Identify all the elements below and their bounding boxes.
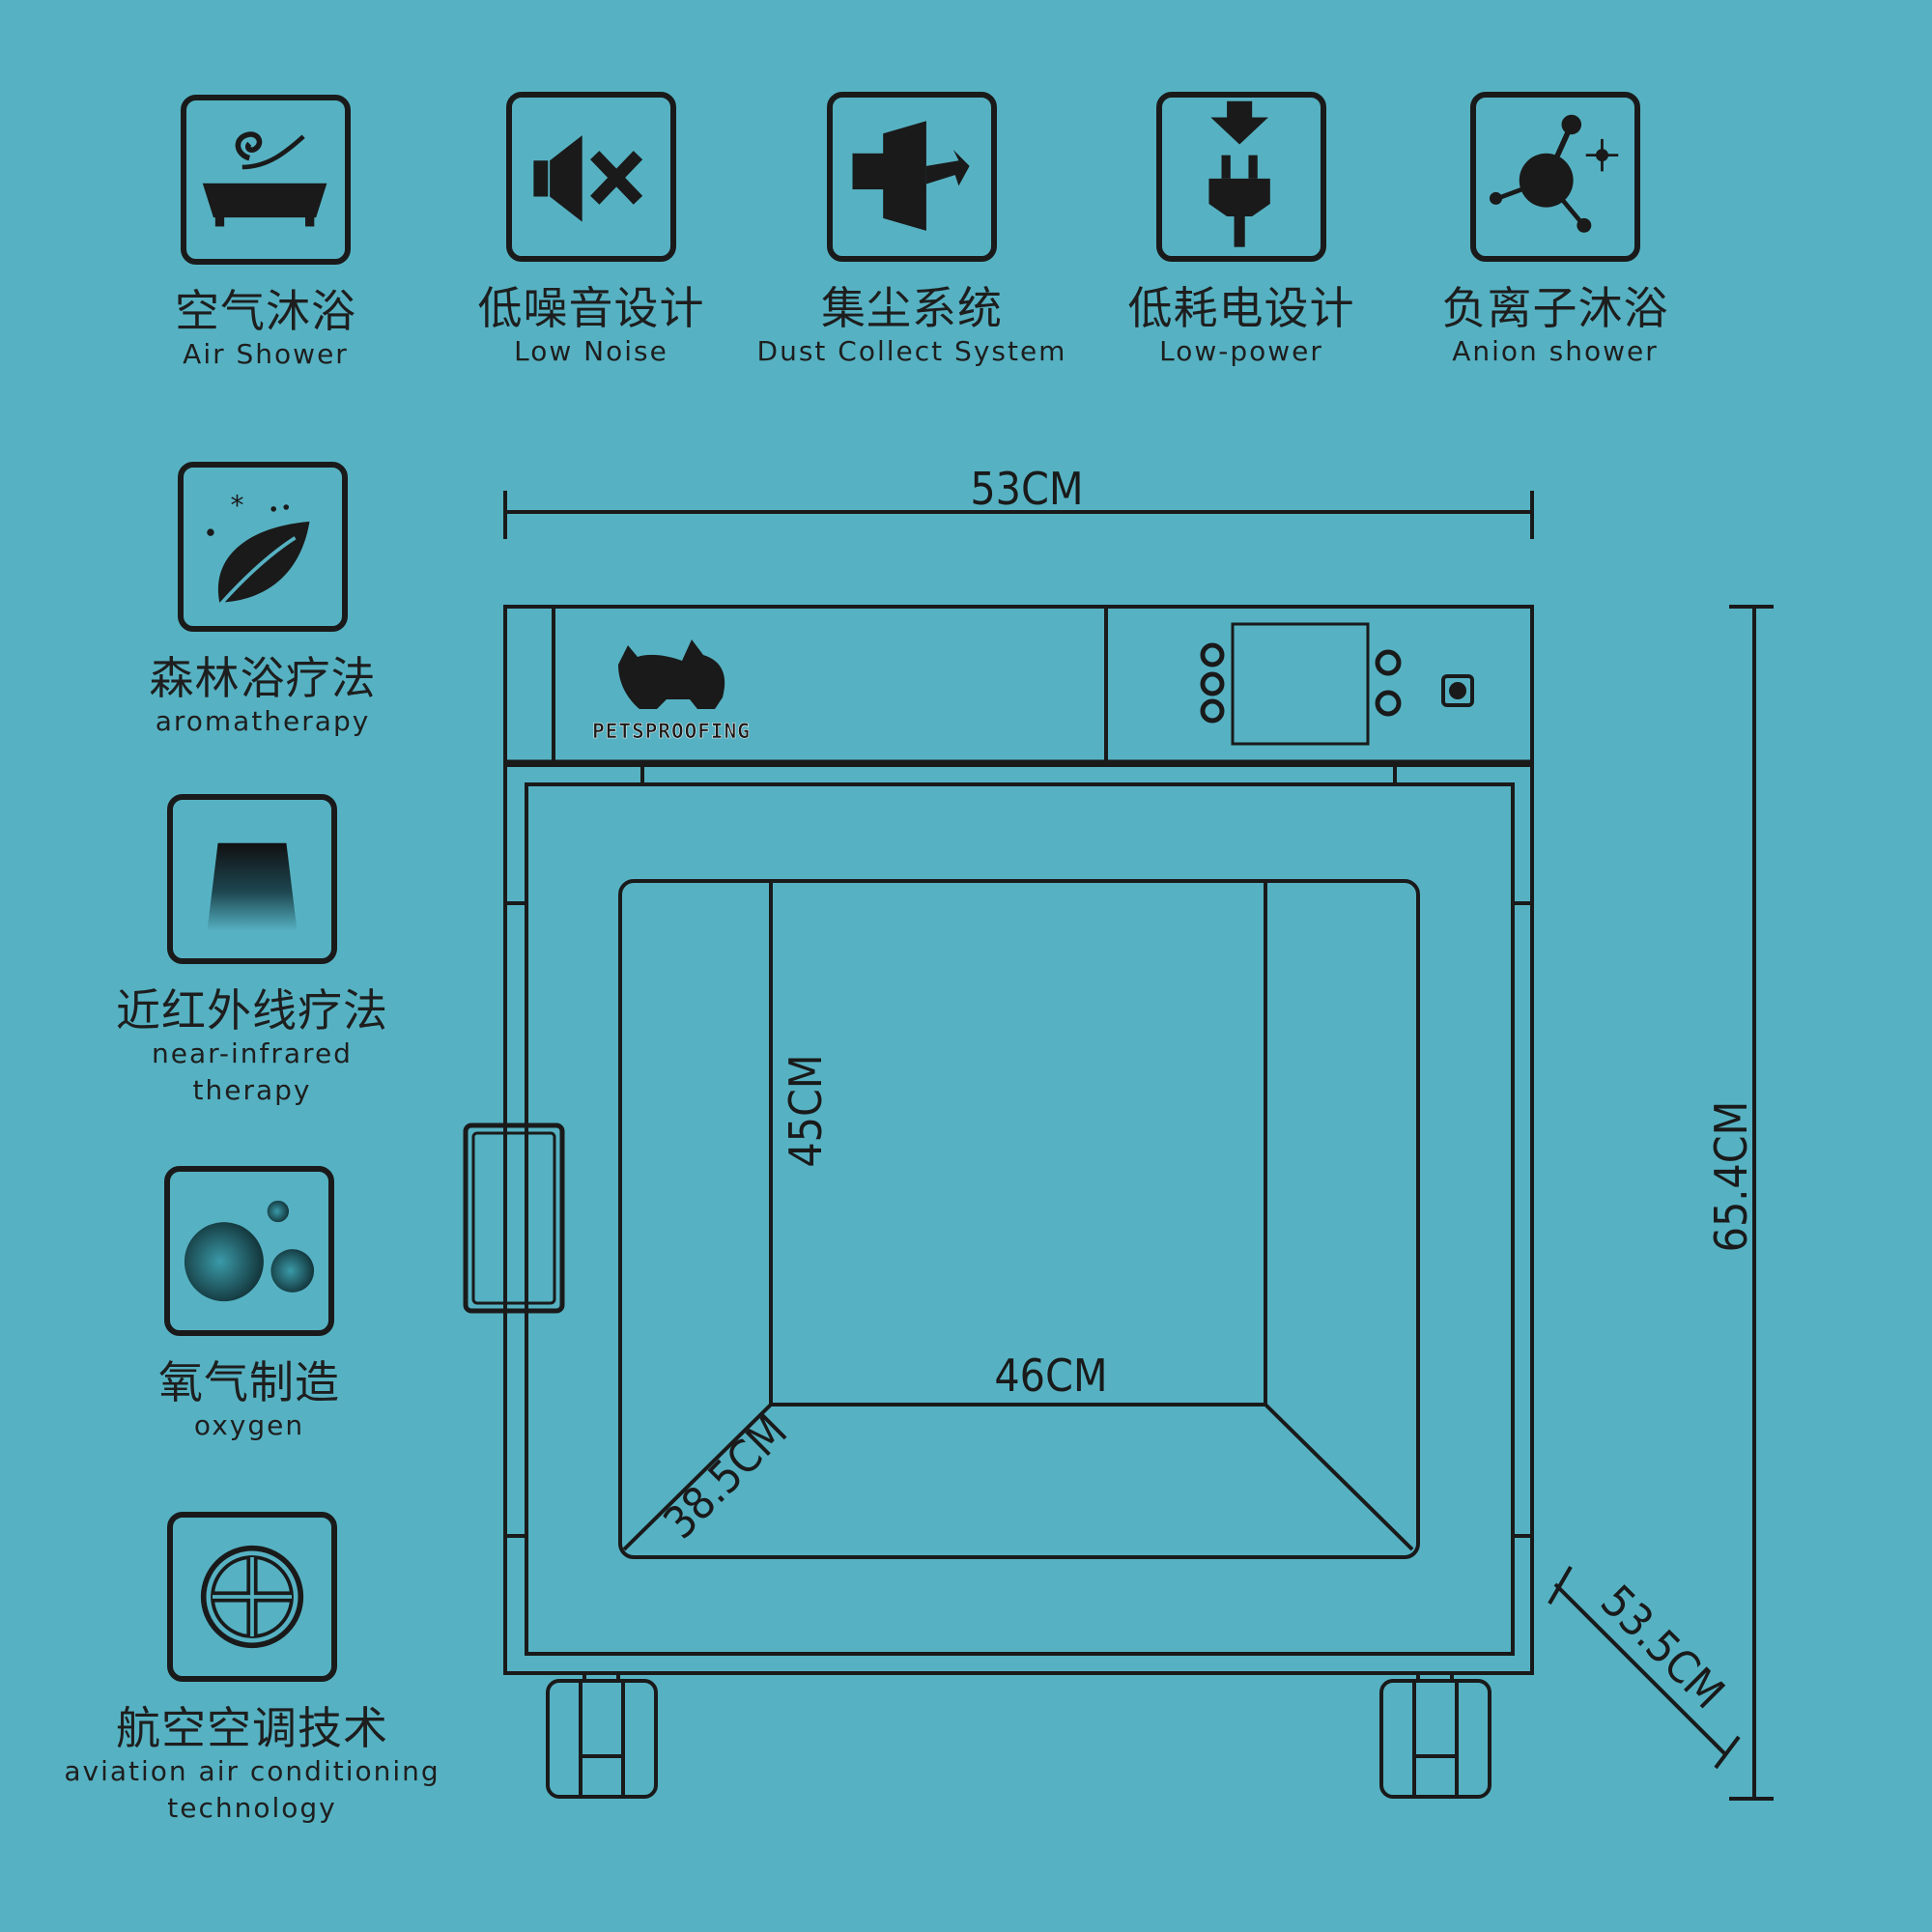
caster-left [546,1673,658,1799]
height-label: 65.4CM [1705,1101,1757,1253]
bathtub-swirl-icon [181,95,351,265]
inner-depth-label: 38.5CM [653,1405,797,1548]
feature-cn-label: 航空空调技术 [116,1702,388,1754]
panel-button [1375,690,1402,717]
feature-cn-label: 低噪音设计 [477,282,705,334]
feature-cn-label: 负离子沐浴 [1441,282,1669,334]
dust-collector-icon [827,92,997,262]
width-label: 53CM [970,463,1083,515]
feature-cn-label: 低耗电设计 [1127,282,1355,334]
inner-height-label: 45CM [780,1054,832,1167]
panel-button [1200,671,1225,696]
cabinet-door [525,782,1515,1656]
feature-low-power: 低耗电设计 Low-power [1048,92,1435,370]
brand-logo: PETSPROOFING [592,639,751,743]
height-dimension-line [1729,605,1774,1801]
panel-button [1200,642,1225,668]
display-screen [1231,622,1370,746]
molecule-icon [1470,92,1640,262]
feature-aviation-ac: 航空空调技术 aviation air conditioning technol… [59,1512,445,1827]
inner-width-label: 46CM [994,1350,1107,1402]
feature-en-label: Low-power [1159,335,1323,367]
fan-icon [167,1512,337,1682]
leaf-icon: * [178,462,348,632]
power-button [1441,674,1474,707]
feature-en-label: Low Noise [514,335,668,367]
feature-cn-label: 集尘系统 [821,282,1003,334]
inner-back-wall [769,879,1267,1406]
feature-cn-label: 氧气制造 [158,1356,340,1408]
feature-anion: 负离子沐浴 Anion shower [1362,92,1748,370]
feature-dust-collect: 集尘系统 Dust Collect System [719,92,1105,370]
feature-en-label: aromatherapy [155,705,371,737]
feature-en-label: Air Shower [183,338,349,370]
plug-icon [1156,92,1326,262]
bubbles-icon [164,1166,334,1336]
feature-aromatherapy: * 森林浴疗法 aromatherapy [70,462,456,740]
feature-low-noise: 低噪音设计 Low Noise [398,92,784,370]
feature-en-label: near-infrared therapy [152,1037,353,1106]
infrared-lamp-icon [167,794,337,964]
panel-button [1375,649,1402,676]
svg-text:*: * [230,489,243,521]
feature-air-shower: 空气沐浴 Air Shower [72,95,459,373]
dog-logo-icon [618,639,725,709]
brand-name: PETSPROOFING [592,720,751,743]
feature-oxygen: 氧气制造 oxygen [56,1166,442,1444]
feature-en-label: Dust Collect System [756,335,1067,367]
door-handle [463,1122,565,1314]
feature-cn-label: 森林浴疗法 [149,652,377,704]
feature-en-label: oxygen [193,1409,305,1441]
feature-cn-label: 空气沐浴 [175,285,356,337]
depth-label: 53.5CM [1591,1575,1735,1719]
feature-cn-label: 近红外线疗法 [116,984,388,1037]
speaker-mute-icon [506,92,676,262]
feature-near-infrared: 近红外线疗法 near-infrared therapy [59,794,445,1109]
feature-en-label: Anion shower [1452,335,1659,367]
depth-dimension-line [1548,1565,1741,1770]
caster-right [1379,1673,1492,1799]
feature-en-label: aviation air conditioning technology [64,1755,440,1824]
panel-button [1200,698,1225,724]
width-dimension-line [503,491,1534,539]
